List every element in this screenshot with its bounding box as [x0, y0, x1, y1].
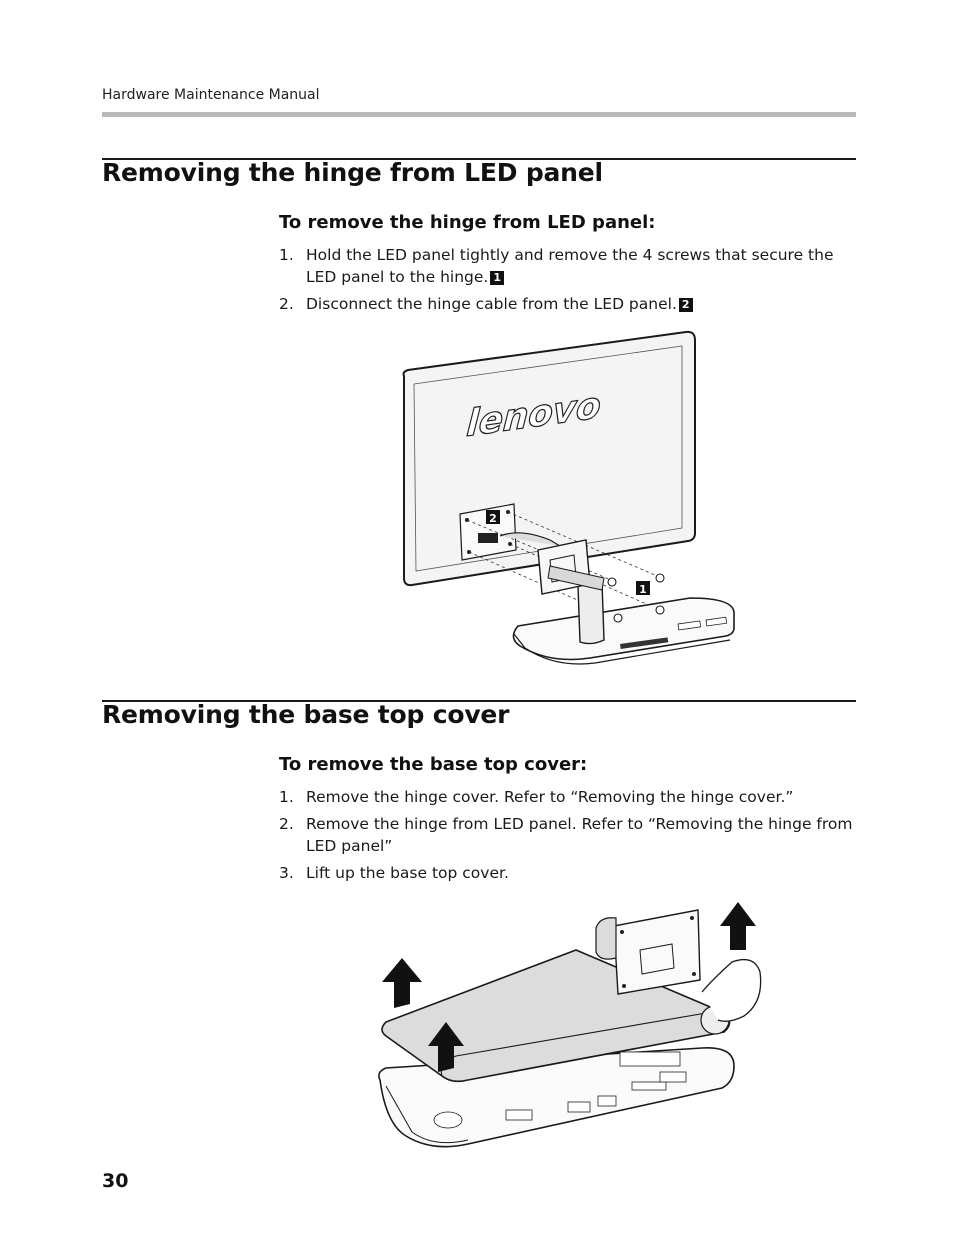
callout-box [486, 510, 500, 524]
step-text: Disconnect the hinge cable from the LED … [306, 295, 677, 313]
step-text: Lift up the base top cover. [306, 864, 509, 882]
step-item: 2. Remove the hinge from LED panel. Refe… [279, 813, 856, 857]
screws [607, 573, 665, 623]
hinge-neck [577, 581, 605, 645]
section-title: Removing the hinge from LED panel [102, 158, 603, 187]
running-header: Hardware Maintenance Manual [102, 87, 320, 103]
base-ports [505, 1071, 687, 1121]
step-number: 1. [279, 246, 294, 264]
step-item: 1. Remove the hinge cover. Refer to “Rem… [279, 786, 856, 808]
cable-connector [478, 533, 498, 543]
step-number: 2. [279, 815, 294, 833]
base-cover-removal-illustration [378, 902, 762, 1148]
callout-label: 1 [639, 583, 647, 596]
section-rule [102, 158, 856, 160]
callout-badge: 1 [490, 271, 504, 285]
hinge-plate [613, 909, 701, 995]
hinge-removal-illustration: lenovo 2 1 [402, 330, 735, 665]
procedure-steps: 1. Remove the hinge cover. Refer to “Rem… [279, 786, 856, 889]
step-item: 1. Hold the LED panel tightly and remove… [279, 244, 856, 288]
procedure-title: To remove the base top cover: [279, 754, 588, 775]
callout-box [636, 581, 650, 595]
step-item: 3. Lift up the base top cover. [279, 862, 856, 884]
step-text: Remove the hinge from LED panel. Refer t… [306, 815, 853, 855]
step-text: Remove the hinge cover. Refer to “Removi… [306, 788, 794, 806]
monitor-inner-edge [413, 345, 683, 572]
stand-base [512, 597, 735, 661]
mount-plate [459, 503, 517, 561]
step-number: 1. [279, 788, 294, 806]
hinge-cable [499, 532, 561, 547]
step-text: Hold the LED panel tightly and remove th… [306, 246, 834, 286]
hand-icon [701, 958, 762, 1022]
section-title: Removing the base top cover [102, 700, 510, 729]
step-number: 3. [279, 864, 294, 882]
procedure-steps: 1. Hold the LED panel tightly and remove… [279, 244, 856, 320]
step-item: 2. Disconnect the hinge cable from the L… [279, 293, 856, 315]
step-number: 2. [279, 295, 294, 313]
section-rule [102, 700, 856, 702]
page-number: 30 [102, 1170, 129, 1192]
callout-label: 2 [489, 512, 497, 525]
lift-arrow-icons [382, 902, 756, 1072]
header-rule [102, 112, 856, 117]
callout-badge: 2 [678, 298, 693, 312]
procedure-title: To remove the hinge from LED panel: [279, 212, 656, 233]
